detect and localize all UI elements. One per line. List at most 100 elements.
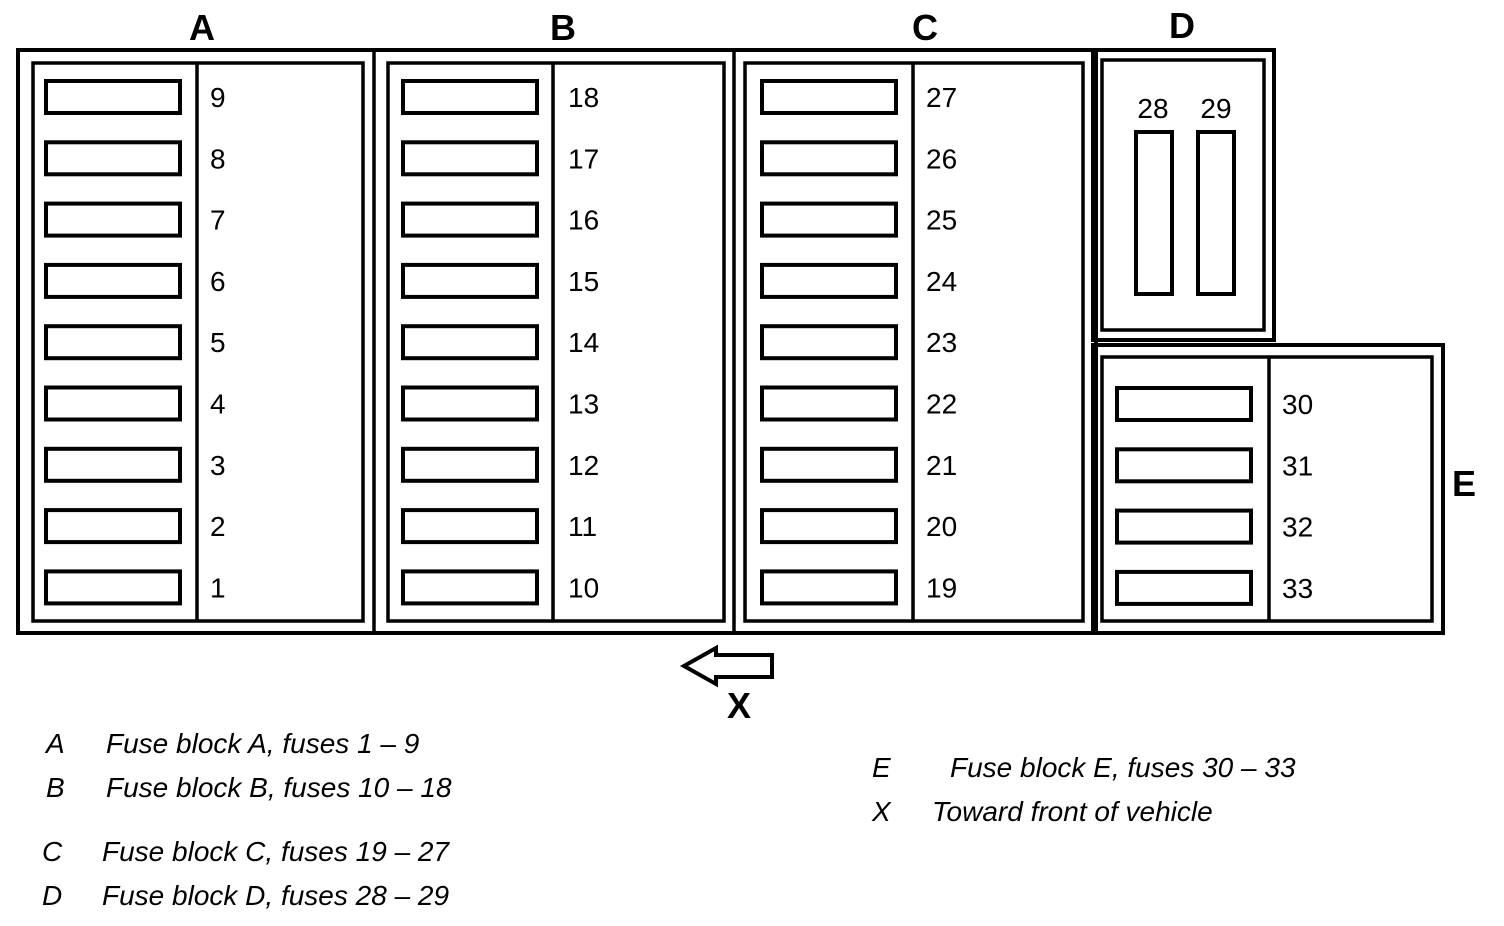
legend-text: Fuse block D, fuses 28 – 29 — [102, 880, 450, 911]
block-label-b: B — [550, 7, 576, 48]
block-label-d: D — [1169, 5, 1195, 46]
fuse-18 — [401, 79, 539, 115]
fuse-number-18: 18 — [568, 82, 599, 113]
fuse-number-20: 20 — [926, 511, 957, 542]
legend-item-a: A Fuse block A, fuses 1 – 9 — [46, 728, 419, 760]
fuse-number-30: 30 — [1282, 389, 1313, 420]
fuse-28 — [1134, 130, 1174, 296]
fuse-31 — [1115, 447, 1253, 484]
block-e-fuses: 30 31 32 33 — [1115, 386, 1313, 606]
fuse-number-17: 17 — [568, 143, 599, 174]
fuse-26 — [760, 140, 898, 177]
fuse-9 — [44, 79, 182, 115]
legend-item-c: C Fuse block C, fuses 19 – 27 — [42, 836, 449, 868]
fuse-4 — [44, 385, 182, 422]
fuse-number-16: 16 — [568, 205, 599, 236]
legend-key: A — [46, 728, 65, 759]
fuse-number-31: 31 — [1282, 450, 1313, 481]
block-b-fuses: 18 17 16 15 14 13 12 11 10 — [401, 79, 599, 606]
fuse-15 — [401, 262, 539, 299]
fuse-number-3: 3 — [210, 450, 226, 481]
fuse-23 — [760, 324, 898, 361]
legend-key: E — [872, 752, 891, 783]
fuse-25 — [760, 201, 898, 238]
fuse-number-14: 14 — [568, 327, 599, 358]
fuse-33 — [1115, 569, 1253, 606]
fuse-14 — [401, 324, 539, 361]
legend-text: Toward front of vehicle — [932, 796, 1213, 827]
fuse-number-26: 26 — [926, 143, 957, 174]
fuse-19 — [760, 569, 898, 606]
arrow-label-x: X — [727, 685, 751, 726]
fuse-6 — [44, 262, 182, 299]
fuse-number-6: 6 — [210, 266, 226, 297]
legend-text: Fuse block A, fuses 1 – 9 — [106, 728, 420, 759]
fuse-8 — [44, 140, 182, 177]
fuse-5 — [44, 324, 182, 361]
fuse-number-8: 8 — [210, 143, 226, 174]
fuse-21 — [760, 446, 898, 483]
fuse-number-15: 15 — [568, 266, 599, 297]
fuse-29 — [1196, 130, 1236, 296]
fuse-number-10: 10 — [568, 572, 599, 603]
front-direction-arrow-icon — [679, 644, 774, 688]
legend-text: Fuse block E, fuses 30 – 33 — [950, 752, 1296, 783]
block-d-outer-frame — [1091, 48, 1276, 342]
fuse-number-25: 25 — [926, 205, 957, 236]
fuse-number-9: 9 — [210, 82, 226, 113]
fuse-block-b — [386, 61, 726, 623]
legend-item-d: D Fuse block D, fuses 28 – 29 — [42, 880, 449, 912]
fuse-number-28: 28 — [1137, 93, 1168, 124]
fuse-number-23: 23 — [926, 327, 957, 358]
legend-key: B — [46, 772, 65, 803]
fuse-number-7: 7 — [210, 205, 226, 236]
fuse-number-2: 2 — [210, 511, 226, 542]
legend-key: D — [42, 880, 63, 911]
fuse-number-1: 1 — [210, 572, 226, 603]
fuse-number-13: 13 — [568, 389, 599, 420]
fuse-number-32: 32 — [1282, 512, 1313, 543]
fuse-24 — [760, 262, 898, 299]
fuse-32 — [1115, 508, 1253, 545]
block-label-c: C — [912, 7, 938, 48]
fuse-block-e — [1100, 355, 1434, 623]
fuse-11 — [401, 508, 539, 545]
fuse-27 — [760, 79, 898, 115]
fuse-30 — [1115, 386, 1253, 422]
fuse-number-27: 27 — [926, 82, 957, 113]
fuse-16 — [401, 201, 539, 238]
fuse-number-22: 22 — [926, 389, 957, 420]
fuse-3 — [44, 446, 182, 483]
fuse-20 — [760, 508, 898, 545]
fuse-number-12: 12 — [568, 450, 599, 481]
legend-item-x: X Toward front of vehicle — [872, 796, 1213, 828]
fuse-number-5: 5 — [210, 327, 226, 358]
fuse-number-24: 24 — [926, 266, 957, 297]
fuse-number-21: 21 — [926, 450, 957, 481]
fuse-block-d — [1100, 58, 1266, 332]
block-label-a: A — [189, 7, 215, 48]
legend-text: Fuse block C, fuses 19 – 27 — [102, 836, 450, 867]
fuse-2 — [44, 508, 182, 545]
fuse-10 — [401, 569, 539, 606]
fuse-number-29: 29 — [1200, 93, 1231, 124]
fuse-7 — [44, 201, 182, 238]
legend-text: Fuse block B, fuses 10 – 18 — [106, 772, 452, 803]
fuse-17 — [401, 140, 539, 177]
fuse-number-33: 33 — [1282, 573, 1313, 604]
legend-key: X — [872, 796, 891, 827]
legend-item-b: B Fuse block B, fuses 10 – 18 — [46, 772, 452, 804]
fuse-number-4: 4 — [210, 389, 226, 420]
fuse-22 — [760, 385, 898, 422]
legend-key: C — [42, 836, 63, 867]
block-label-e: E — [1452, 463, 1476, 504]
fuse-number-11: 11 — [568, 511, 597, 542]
fuse-12 — [401, 446, 539, 483]
fuse-13 — [401, 385, 539, 422]
legend-item-e: E Fuse block E, fuses 30 – 33 — [872, 752, 1296, 784]
block-e-outer-frame — [1091, 343, 1445, 635]
block-a-fuses: 9 8 7 6 5 4 3 2 1 — [44, 79, 226, 606]
